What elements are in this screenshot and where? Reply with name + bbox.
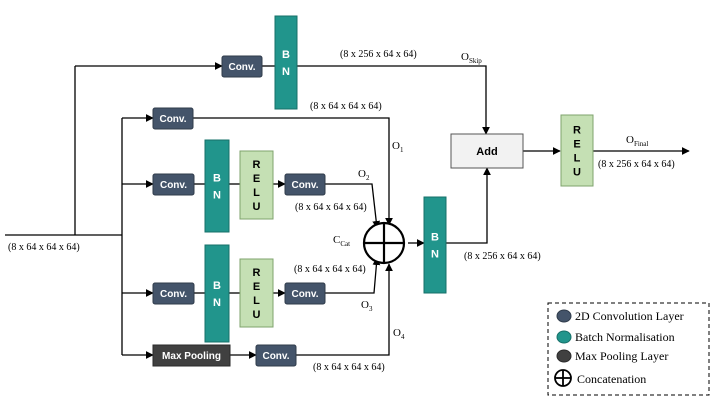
max-pooling-block: Max Pooling [152, 344, 231, 367]
add-block: Add [450, 133, 524, 169]
o4-to-concat [296, 263, 393, 356]
bn-out-dim-label: (8 x 256 x 64 x 64) [464, 251, 541, 262]
svg-text:Max Pooling: Max Pooling [162, 351, 221, 362]
connectors [5, 62, 690, 359]
svg-text:2D Convolution Layer: 2D Convolution Layer [575, 309, 684, 323]
o1-to-concat [193, 117, 393, 226]
svg-text:BN: BN [282, 49, 290, 78]
legend-item-concat: Concatenation [554, 369, 646, 387]
o3-to-concat [325, 257, 381, 294]
o1-dim-label: (8 x 64 x 64 x 64) [310, 101, 382, 112]
conv-branch2: Conv. [152, 173, 195, 196]
o3-label: O3 [361, 299, 373, 313]
concatenation-icon [554, 369, 572, 387]
svg-text:BN: BN [213, 280, 221, 309]
skip-dim-label: (8 x 256 x 64 x 64) [340, 49, 417, 60]
svg-text:BN: BN [213, 173, 221, 202]
oskip-label: OSkip [461, 51, 482, 65]
ofinal-label: OFinal [626, 134, 648, 148]
legend: 2D Convolution Layer Batch Normalisation… [547, 302, 710, 396]
o4-dim-label: (8 x 64 x 64 x 64) [313, 362, 385, 373]
ccat-label: CCat [333, 234, 350, 248]
o3-dim-label: (8 x 64 x 64 x 64) [294, 264, 366, 275]
svg-text:Conv.: Conv. [291, 180, 318, 191]
o2-label: O2 [358, 168, 370, 182]
svg-text:Batch Normalisation: Batch Normalisation [575, 330, 675, 344]
svg-text:Conv.: Conv. [262, 351, 289, 362]
conv-branch3-second: Conv. [284, 282, 326, 305]
legend-item-maxpool: Max Pooling Layer [556, 349, 668, 363]
svg-text:Concatenation: Concatenation [577, 372, 646, 386]
concatenation-symbol [362, 221, 406, 265]
conv-branch1: Conv. [152, 107, 194, 130]
legend-item-bn: Batch Normalisation [556, 330, 675, 344]
svg-text:Conv.: Conv. [228, 62, 255, 73]
svg-text:Conv.: Conv. [160, 289, 187, 300]
input-dim-label: (8 x 64 x 64 x 64) [8, 242, 80, 253]
conv-branch3: Conv. [152, 282, 195, 305]
legend-item-conv: 2D Convolution Layer [556, 309, 684, 323]
conv-branch4: Conv. [255, 344, 297, 367]
svg-text:BN: BN [431, 232, 439, 261]
svg-text:Conv.: Conv. [291, 289, 318, 300]
o1-label: O1 [392, 140, 404, 154]
conv-branch2-second: Conv. [284, 173, 326, 196]
conv-skip: Conv. [221, 55, 263, 78]
svg-text:Max Pooling Layer: Max Pooling Layer [575, 349, 668, 363]
skip-to-add [297, 65, 490, 135]
svg-text:Add: Add [476, 146, 497, 158]
svg-text:Conv.: Conv. [160, 180, 187, 191]
o4-label: O4 [393, 327, 405, 341]
o2-dim-label: (8 x 64 x 64 x 64) [295, 202, 367, 213]
bn-to-add [446, 167, 491, 244]
svg-text:Conv.: Conv. [159, 114, 186, 125]
final-dim-label: (8 x 256 x 64 x 64) [598, 159, 675, 170]
o2-to-concat [325, 183, 381, 229]
